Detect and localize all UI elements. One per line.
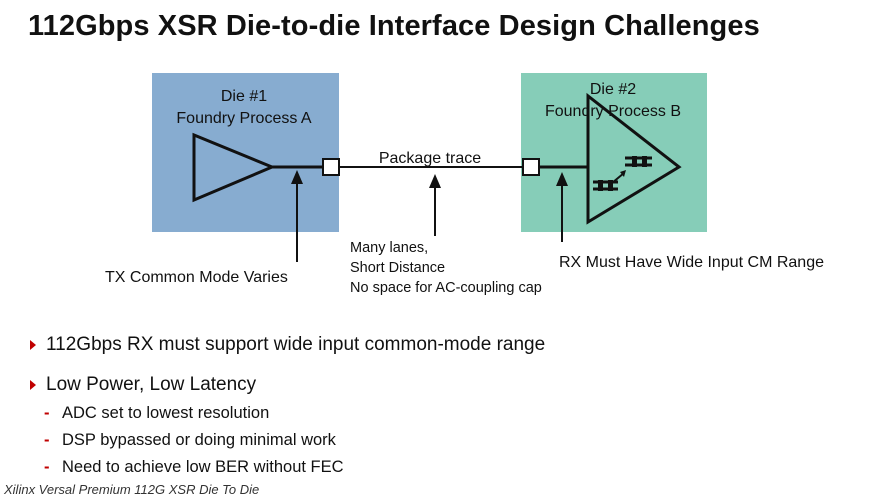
rx-pad (522, 158, 540, 176)
bullet-rx-cm: 112Gbps RX must support wide input commo… (30, 334, 545, 356)
bullet-low-power: Low Power, Low Latency (30, 374, 256, 396)
sub-bullet-text: ADC set to lowest resolution (62, 404, 270, 422)
rx-cm-label: RX Must Have Wide Input CM Range (559, 254, 824, 271)
rx-cm-arrow (556, 172, 568, 242)
rx-receiver-icon (586, 92, 682, 225)
sub-bullet-dsp: - DSP bypassed or doing minimal work (44, 431, 336, 450)
rx-internal-circuit-icon (593, 156, 652, 191)
tx-pad (322, 158, 340, 176)
trace-note-line3: No space for AC-coupling cap (350, 280, 542, 296)
trace-note-line2: Short Distance (350, 260, 445, 276)
die1-process: Foundry Process A (176, 110, 312, 127)
dash-marker: - (44, 404, 50, 422)
die1-title: Die #1 (221, 88, 267, 105)
tx-driver-icon (192, 132, 276, 203)
bullet-marker-icon (30, 380, 36, 390)
tx-cm-label: TX Common Mode Varies (105, 269, 288, 286)
dash-marker: - (44, 431, 50, 449)
sub-bullet-adc: - ADC set to lowest resolution (44, 404, 269, 423)
die-to-die-diagram: Die #1 Foundry Process A Die #2 Foundry … (105, 73, 824, 296)
trace-arrow (429, 174, 441, 236)
sub-bullet-ber: - Need to achieve low BER without FEC (44, 458, 344, 472)
image-caption: Xilinx Versal Premium 112G XSR Die To Di… (4, 482, 260, 497)
bullet-marker-icon (30, 340, 36, 350)
tx-cm-arrow (291, 170, 303, 262)
sub-bullet-text: DSP bypassed or doing minimal work (62, 431, 336, 449)
bullet-text: Low Power, Low Latency (46, 374, 257, 395)
slide-title: 112Gbps XSR Die-to-die Interface Design … (28, 10, 760, 42)
slide: 112Gbps XSR Die-to-die Interface Design … (28, 10, 824, 472)
package-trace-label: Package trace (379, 150, 481, 167)
die1-box (152, 73, 339, 232)
sub-bullet-text: Need to achieve low BER without FEC (62, 458, 344, 472)
bullet-text: 112Gbps RX must support wide input commo… (46, 334, 546, 355)
die2-title: Die #2 (590, 81, 636, 98)
trace-note-line1: Many lanes, (350, 240, 428, 256)
die2-process: Foundry Process B (545, 103, 681, 120)
dash-marker: - (44, 458, 50, 472)
